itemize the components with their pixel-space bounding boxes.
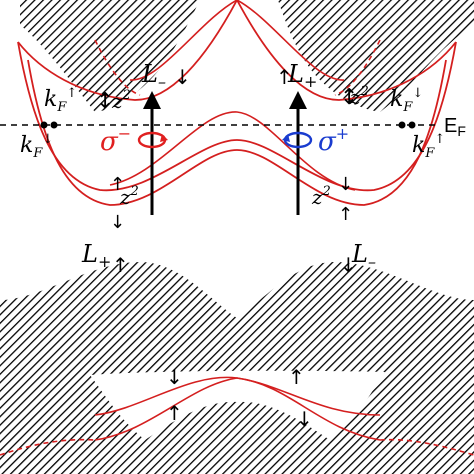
z2-lower-right-label: z2 (311, 184, 331, 209)
spin-up-arrow-icon: ↑ (338, 204, 353, 225)
spin-up-arrow-icon: ↑ (110, 174, 125, 195)
L-minus-lower-label: L– (351, 240, 376, 271)
sigma-plus-arrowhead-icon (282, 134, 290, 142)
kf-dot-left-a (40, 121, 48, 129)
band-upper-w (17, 0, 457, 101)
spin-down-arrow-icon: ↓ (166, 365, 183, 389)
lower-band-gap (90, 370, 385, 440)
kF-up-left-label: kF↑ (44, 86, 77, 115)
z2-lower-left-label: z2 (119, 184, 139, 209)
spin-up-arrow-icon: ↑ (288, 365, 305, 389)
spin-up-arrow-icon: ↑ (166, 401, 183, 425)
band-dashed-left (94, 39, 141, 96)
sigma-plus-label: σ+ (318, 124, 349, 157)
z2-upper-right-label: z2 (349, 84, 369, 109)
lower-hatched-band (0, 262, 474, 474)
L-minus-upper-label: L– (141, 60, 166, 91)
sigma-minus-arrowhead-icon (160, 134, 168, 142)
band-lower-w-outer (17, 41, 457, 192)
kf-dot-right-a (398, 121, 406, 129)
spin-updown-arrow-icon: ↕ (340, 85, 358, 110)
spin-down-arrow-icon: ↓ (340, 253, 357, 277)
upper-left-hatched-band (20, 0, 200, 112)
kf-dot-right-b (408, 121, 416, 129)
band-upper-arc (129, 0, 345, 81)
upper-right-hatched-band (278, 0, 474, 112)
spin-updown-arrow-icon: ↕ (96, 89, 114, 114)
L-plus-lower-label: L+ (81, 240, 111, 271)
spin-up-arrow-icon: ↑ (112, 253, 129, 277)
band-lower-w-inner (27, 59, 447, 206)
spin-down-arrow-icon: ↓ (174, 65, 191, 89)
fermi-level-label: EF (444, 115, 466, 139)
spin-down-arrow-icon: ↓ (110, 212, 125, 233)
kf-dot-left-b (50, 121, 58, 129)
band-dashed-right (334, 39, 381, 96)
kF-down-right-label: kF↓ (390, 86, 423, 115)
spin-down-arrow-icon: ↓ (296, 407, 313, 431)
valence-dashed-right (379, 438, 474, 456)
z2-upper-left-label: z2 (111, 88, 131, 113)
kF-down-left-label: kF↓ (20, 132, 53, 161)
lower-inner-hatched-hump (170, 405, 304, 474)
spin-up-arrow-icon: ↑ (276, 65, 293, 89)
band-crossing-a (109, 111, 356, 191)
kF-up-right-label: kF↑ (412, 132, 445, 161)
L-plus-upper-label: L+ (287, 60, 317, 91)
valence-dashed-left (0, 438, 96, 456)
sigma-minus-label: σ− (100, 124, 131, 157)
valence-curve-b (94, 377, 381, 441)
spin-down-arrow-icon: ↓ (338, 174, 353, 195)
lower-white-lens (0, 440, 140, 474)
